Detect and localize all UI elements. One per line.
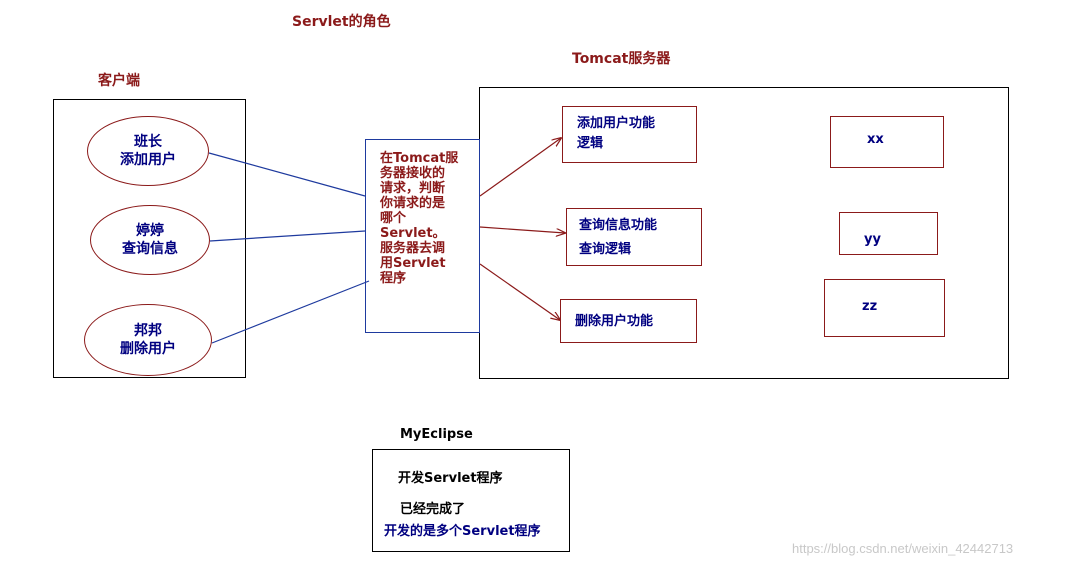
ide-box [372,449,570,552]
ide-label: MyEclipse [400,427,473,442]
function-add-line2: 逻辑 [577,136,604,151]
function-box-add: 添加用户功能 逻辑 [562,106,697,163]
servlet-xx-label: xx [867,132,884,147]
dispatch-line: 用Servlet [380,256,446,271]
servlet-box-yy: yy [839,212,938,255]
dispatch-line: 在Tomcat服 [380,151,459,166]
user-1-name: 班长 [134,134,162,150]
user-1-action: 添加用户 [120,152,176,168]
function-add-line1: 添加用户功能 [577,116,656,131]
arrow-to-delete [479,263,560,320]
ide-line2: 已经完成了 [400,502,466,517]
servlet-yy-label: yy [864,232,881,247]
function-box-query: 查询信息功能 查询逻辑 [566,208,702,266]
ide-line1: 开发Servlet程序 [398,471,503,486]
watermark: https://blog.csdn.net/weixin_42442713 [792,541,1014,556]
user-ellipse-2: 婷婷 查询信息 [90,205,210,275]
function-query-line2: 查询逻辑 [579,242,632,257]
arrow-to-query [479,226,565,233]
user-2-name: 婷婷 [136,223,164,239]
connector-user1 [208,152,366,197]
servlet-zz-label: zz [862,299,878,314]
arrow-to-add [479,138,561,197]
connector-user3 [211,280,370,344]
dispatch-line: 你请求的是 [380,196,446,211]
dispatch-line: 哪个 [380,211,407,226]
dispatch-line: 服务器去调 [380,241,446,256]
connector-user2 [209,230,366,242]
dispatch-line: 程序 [380,271,407,286]
user-3-name: 邦邦 [134,323,162,339]
function-delete-line1: 删除用户功能 [575,314,654,329]
dispatch-line: Servlet。 [380,226,446,241]
user-3-action: 删除用户 [120,341,176,357]
dispatch-line: 请求，判断 [380,181,446,196]
user-ellipse-3: 邦邦 删除用户 [84,304,212,376]
client-label: 客户端 [98,73,140,89]
function-query-line1: 查询信息功能 [579,218,658,233]
server-label: Tomcat服务器 [572,51,671,67]
dispatch-box: 在Tomcat服 务器接收的 请求，判断 你请求的是 哪个 Servlet。 服… [365,139,480,333]
servlet-box-zz: zz [824,279,945,337]
ide-line3: 开发的是多个Servlet程序 [384,524,541,539]
user-2-action: 查询信息 [122,241,178,257]
diagram-title: Servlet的角色 [292,14,391,30]
dispatch-line: 务器接收的 [380,166,446,181]
user-ellipse-1: 班长 添加用户 [87,116,209,186]
servlet-box-xx: xx [830,116,944,168]
